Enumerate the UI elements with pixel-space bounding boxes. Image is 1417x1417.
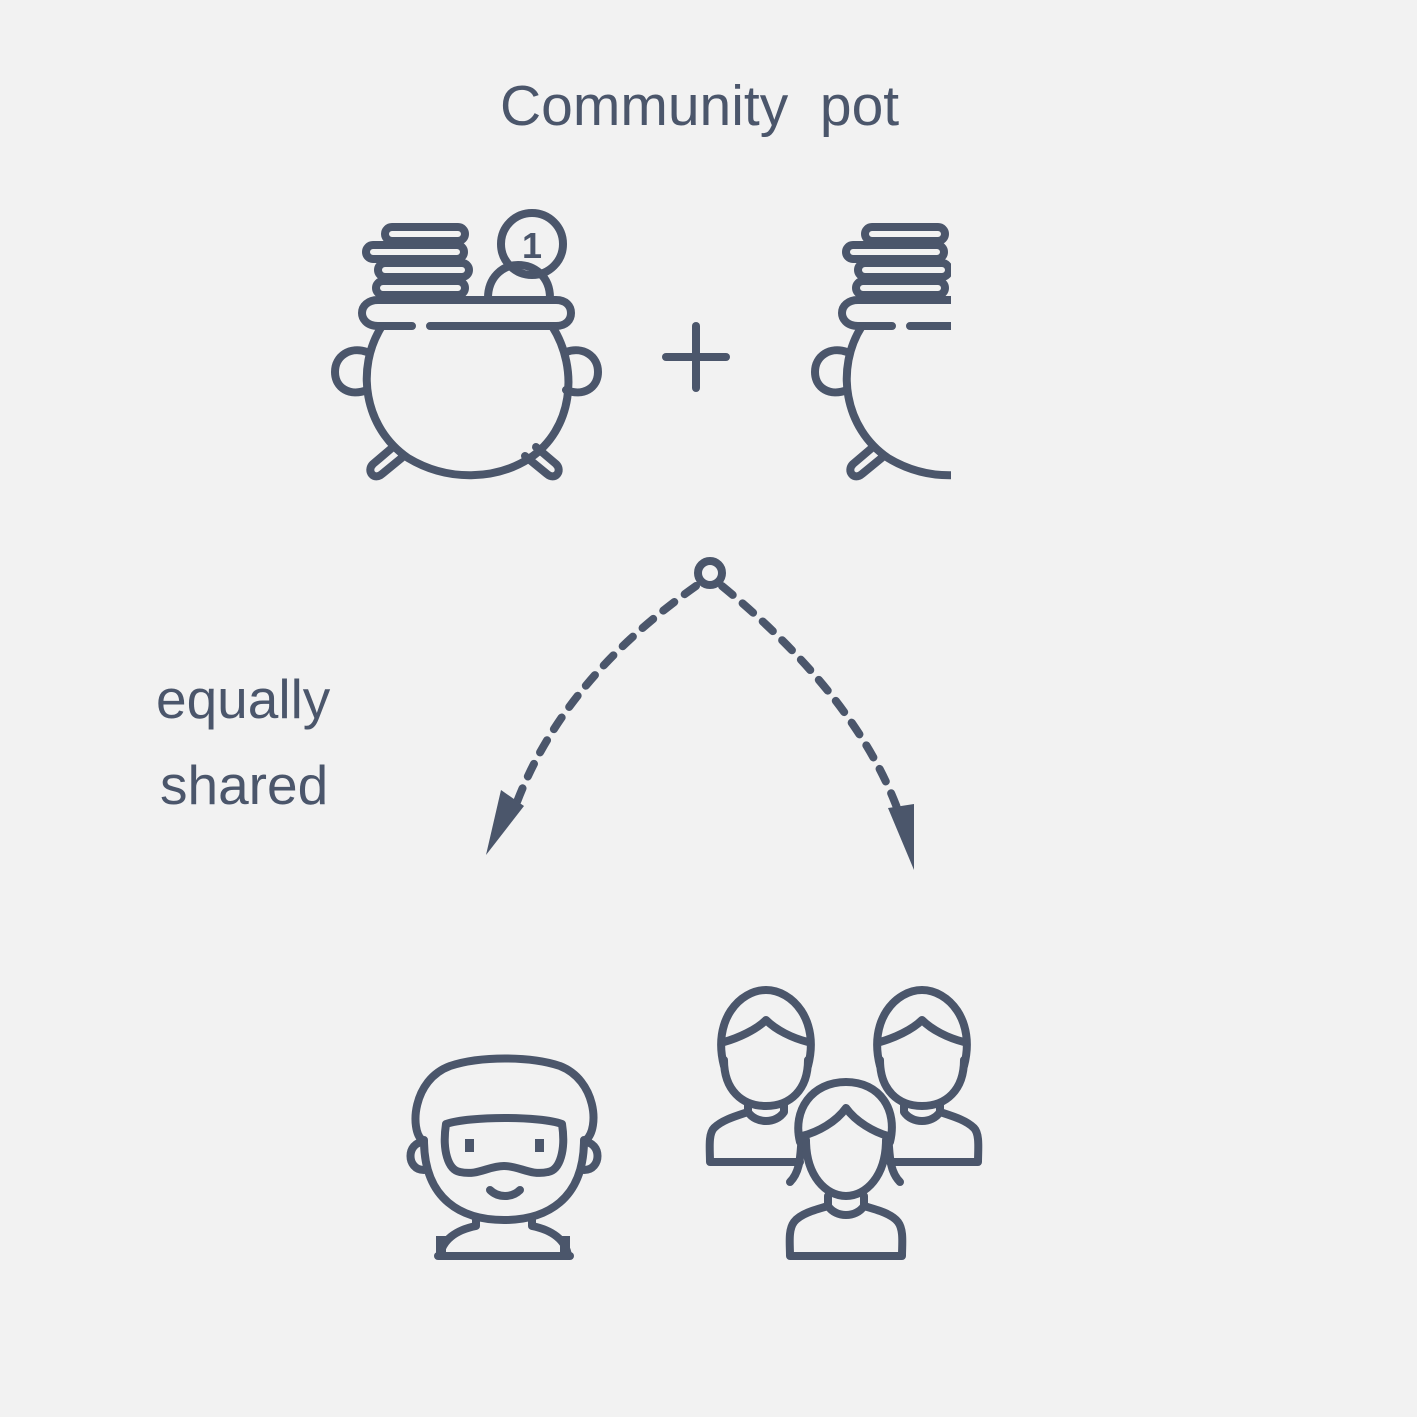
side-label-line-2: shared: [160, 754, 329, 816]
dashed-arrow-left-icon: [486, 582, 700, 855]
person-front-icon: [785, 1078, 907, 1260]
pot-of-coins-icon: 1: [331, 209, 602, 481]
plus-icon: [662, 322, 730, 392]
coin-number: 1: [522, 225, 542, 266]
person-left-icon: [705, 986, 815, 1166]
bearded-man-icon: [406, 1054, 602, 1260]
group-of-people-icon: [705, 986, 983, 1260]
pot-of-coins-partial-icon: [811, 223, 951, 481]
split-node-icon: [694, 557, 726, 589]
diagram-title: Community pot: [500, 74, 900, 138]
person-right-icon: [873, 986, 983, 1166]
side-label-line-1: equally: [156, 668, 331, 730]
dashed-arrow-right-icon: [718, 582, 914, 870]
